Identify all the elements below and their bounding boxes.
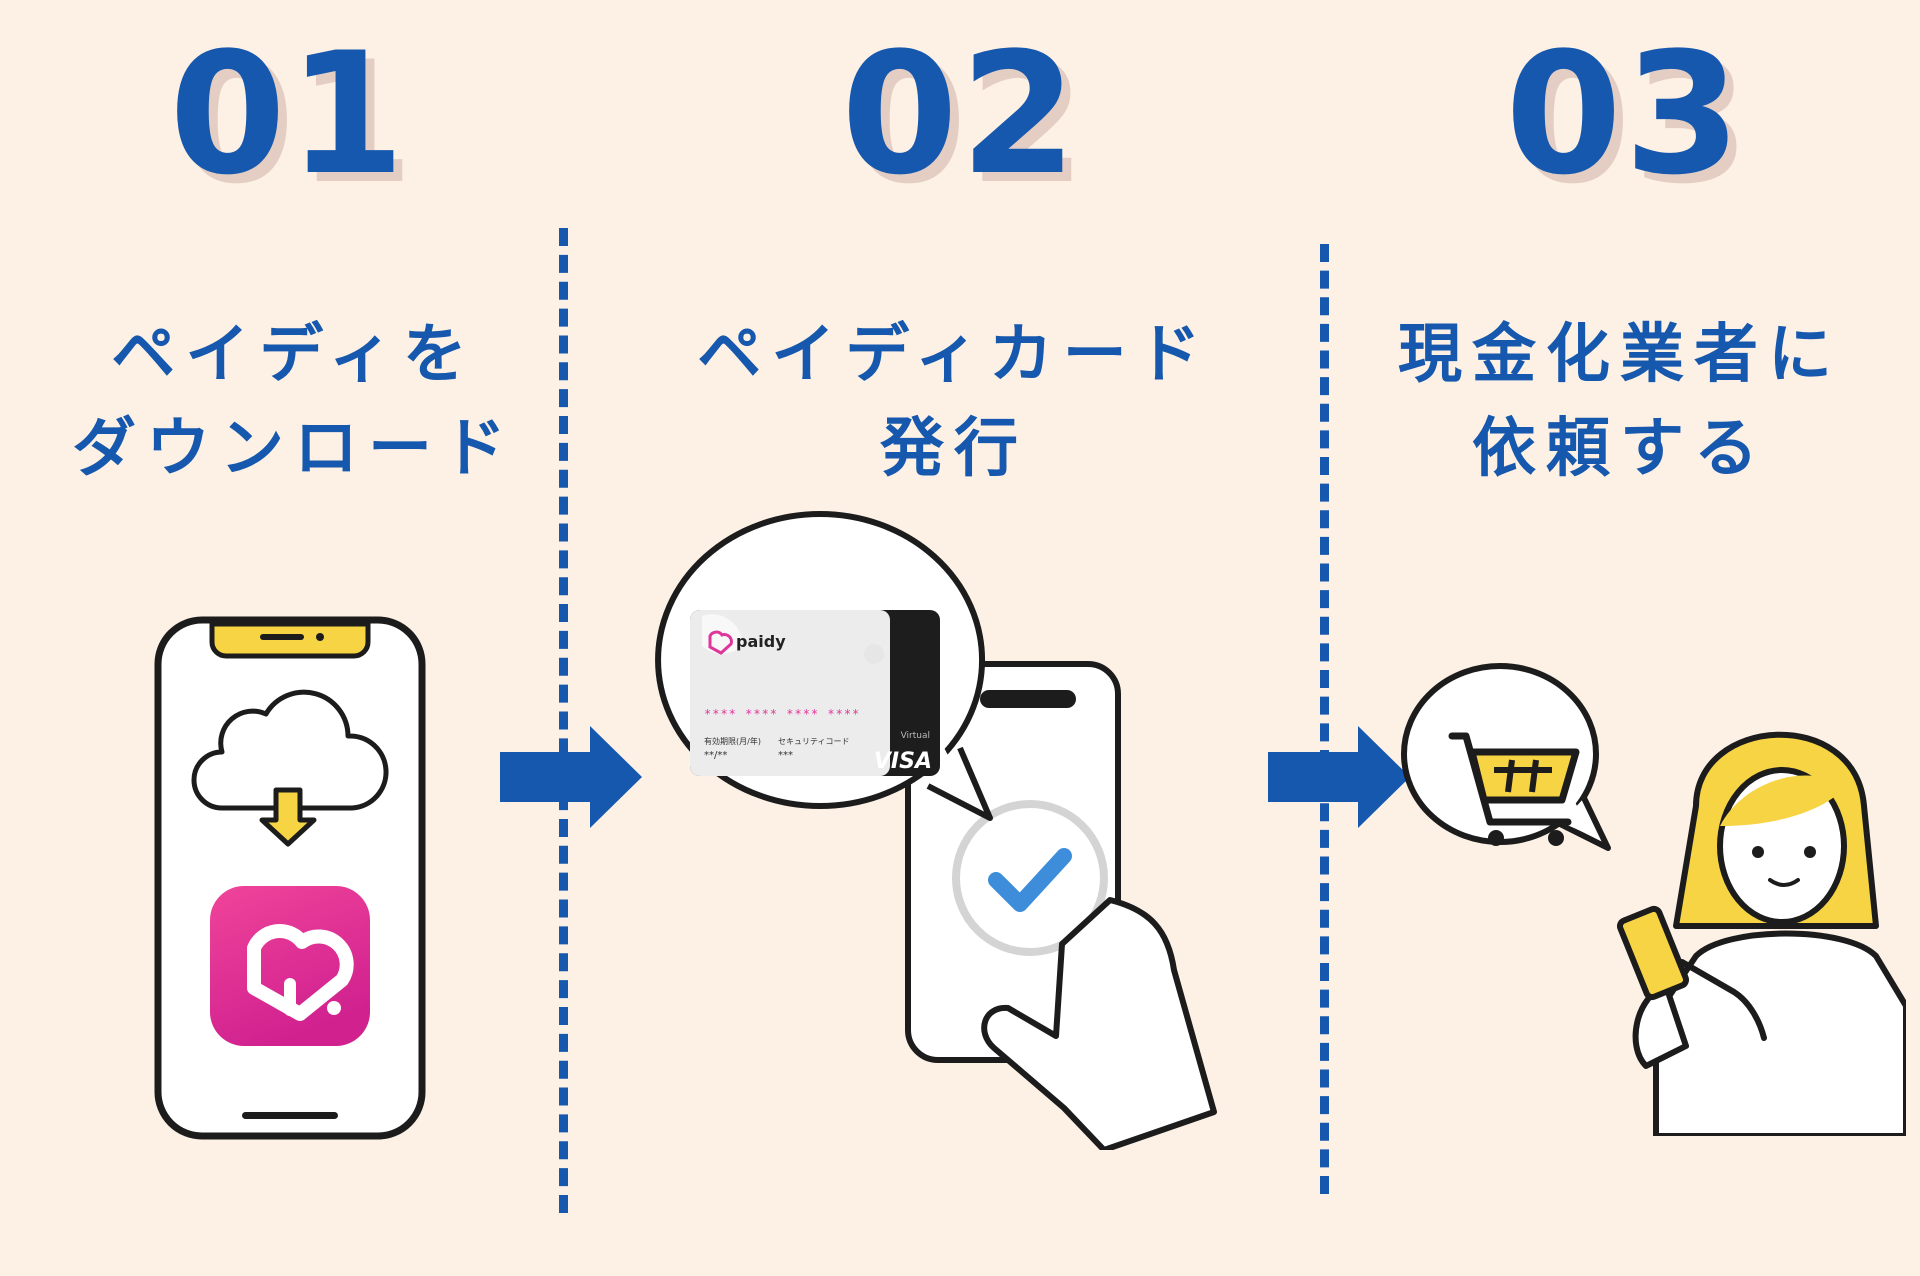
card-virtual-label: Virtual [901,731,930,741]
arrow-right-icon [500,726,642,828]
step-title-02-line1: ペイディカード [697,318,1211,392]
step-number-02: 02 [841,16,1079,212]
phone-download-illustration [154,616,426,1140]
down-arrow-icon [259,787,317,847]
step-title-02-line2: 発行 [880,412,1028,486]
step-title-03: 現金化業者に 依頼する [1340,308,1900,496]
card-expiry-label: 有効期限(月/年) [704,736,761,746]
visa-logo: VISA [874,749,932,774]
card-expiry-value: **/** [704,750,727,761]
step-title-03-line2: 依頼する [1472,412,1768,486]
card-brand: paidy [736,632,786,651]
step-title-01-line2: ダウンロード [72,412,516,486]
divider-1 [559,228,568,1213]
card-number: **** **** **** **** [704,707,860,721]
paidy-card [690,610,940,776]
step-number-01: 01 [169,16,407,212]
checkmark-icon [988,848,1072,912]
hand-icon [981,897,1217,1150]
card-issued-illustration: paidy **** **** **** **** 有効期限(月/年) **/*… [655,510,1217,1150]
step-title-02: ペイディカード 発行 [674,308,1234,496]
paidy-logo-icon [708,630,733,655]
card-security-value: *** [778,750,793,761]
smartphone-icon [1616,905,1690,1001]
step-title-03-line1: 現金化業者に [1398,318,1842,392]
shopping-cart-icon [1448,732,1580,846]
card-security-label: セキュリティコード [778,737,850,746]
request-dealer-illustration [1401,662,1906,1136]
arrow-right-icon [1268,726,1410,828]
divider-2 [1320,244,1329,1194]
step-title-01-line1: ペイディを [111,318,477,392]
woman-icon [1616,731,1906,1136]
check-circle-icon [952,800,1108,956]
step-number-03: 03 [1505,16,1743,212]
cloud-download-icon [191,689,389,811]
step-title-01: ペイディを ダウンロード [14,308,574,496]
